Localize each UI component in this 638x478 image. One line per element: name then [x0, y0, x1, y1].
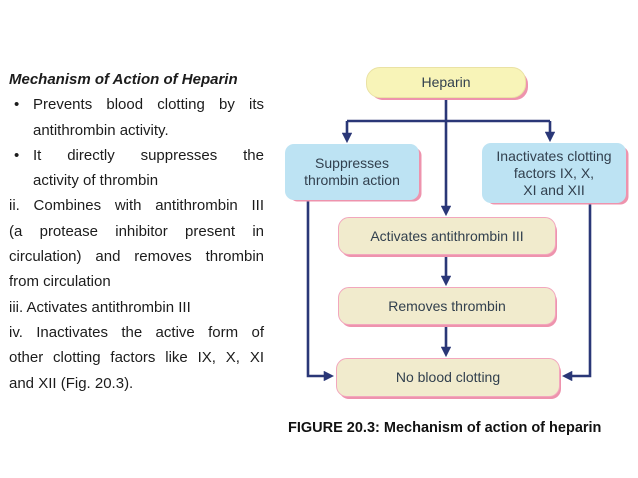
text-line: It directly suppresses the [33, 146, 264, 164]
flowchart-node-inactivates-factors: Inactivates clotting factors IX, X, XI a… [482, 143, 626, 203]
text-line: circulation) and removes thrombin [9, 248, 264, 266]
paragraph: • It directly suppresses the activity of t… [9, 143, 264, 194]
text-line: and XII (Fig. 20.3). [9, 374, 134, 392]
bullet-marker: • [14, 96, 20, 114]
flowchart-node-activates-antithrombin: Activates antithrombin III [338, 217, 556, 255]
flowchart-node-heparin: Heparin [366, 67, 526, 98]
text-line: ii. Combines with antithrombin III [9, 197, 264, 215]
text-line: other clotting factors like IX, X, XI [9, 349, 264, 367]
text-line: iv. Inactivates the active form of [9, 323, 264, 341]
article-paragraphs: • Prevents blood clotting by its antithrom… [9, 92, 264, 396]
paragraph: iv. Inactivates the active form of other … [9, 320, 264, 396]
article-text: Mechanism of Action of Heparin • Prevents… [9, 67, 264, 396]
text-line: Prevents blood clotting by its [33, 96, 264, 114]
flowchart-node-removes-thrombin: Removes thrombin [338, 287, 556, 325]
node-label: Inactivates clotting factors IX, X, XI a… [496, 147, 612, 198]
figure-flowchart: Heparin Suppresses thrombin action Inact… [280, 55, 638, 407]
section-title: Mechanism of Action of Heparin [9, 71, 238, 88]
paragraph: ii. Combines with antithrombin III (a pro… [9, 193, 264, 294]
text-line: antithrombin activity. [33, 121, 169, 139]
paragraph: iii. Activates antithrombin III [9, 295, 264, 320]
text-line: (a protease inhibitor present in [9, 222, 264, 240]
flowchart-node-suppresses-thrombin: Suppresses thrombin action [285, 144, 419, 200]
bullet-marker: • [14, 146, 20, 164]
figure-caption: FIGURE 20.3: Mechanism of action of hepa… [288, 420, 602, 436]
node-label: Activates antithrombin III [370, 227, 524, 244]
node-label: Suppresses thrombin action [304, 155, 400, 188]
arrow-inactivates-to-noclot [561, 203, 592, 382]
paragraph: • Prevents blood clotting by its antithrom… [9, 92, 264, 143]
arrow-suppresses-to-noclot [306, 200, 335, 382]
text-line: activity of thrombin [33, 172, 159, 190]
node-label: Removes thrombin [388, 297, 506, 314]
text-line: from circulation [9, 273, 111, 291]
node-label: Heparin [421, 74, 471, 90]
text-line: iii. Activates antithrombin III [9, 298, 191, 316]
flowchart-node-no-blood-clotting: No blood clotting [336, 358, 560, 397]
node-label: No blood clotting [395, 369, 501, 385]
